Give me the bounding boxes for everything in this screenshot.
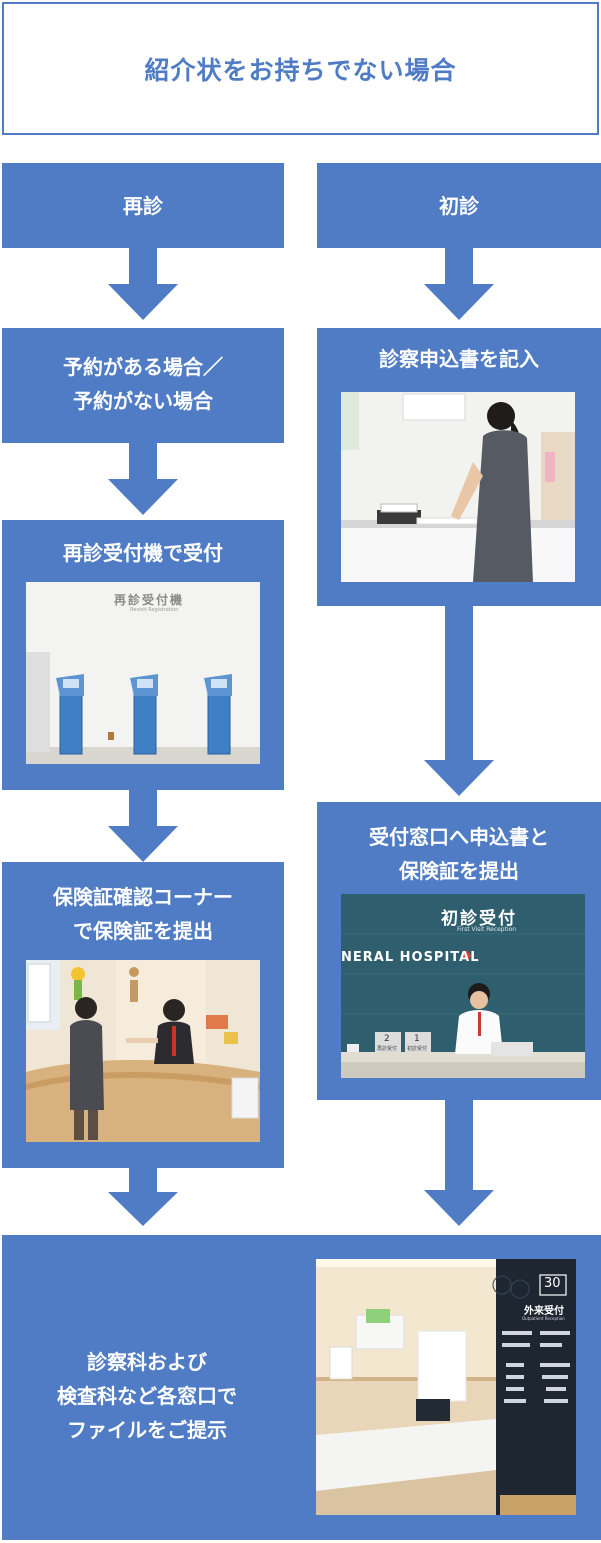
- hospital-sign-text: NERAL HOSPITAL: [341, 950, 480, 965]
- room-number: 30: [544, 1276, 561, 1291]
- step-revisit-machine: 再診受付機で受付 再診受付機 Revisit Regis: [2, 520, 284, 790]
- arrow-down-icon: [108, 248, 178, 320]
- counter-1-label: 初診受付: [407, 1046, 428, 1052]
- counter-2-label: 再診受付: [377, 1046, 398, 1052]
- step-first-visit-label: 初診: [439, 194, 479, 218]
- step-fill-form-label: 診察申込書を記入: [379, 347, 539, 371]
- machine-sign-text: 再診受付機: [114, 593, 185, 607]
- step-first-visit: 初診: [317, 163, 601, 248]
- step-appointment-line1: 予約がある場合／: [63, 355, 223, 379]
- step-insurance-corner: 保険証確認コーナー で保険証を提出: [2, 862, 284, 1168]
- step-revisit-label: 再診: [123, 194, 163, 218]
- step-fill-form: 診察申込書を記入: [317, 328, 601, 606]
- step-insurance-line1: 保険証確認コーナー: [53, 885, 233, 909]
- arrow-down-icon: [424, 1100, 494, 1226]
- page-title: 紹介状をお持ちでない場合: [144, 55, 457, 85]
- arrow-down-icon: [108, 1168, 178, 1226]
- outpatient-sign-text: 外来受付: [524, 1306, 564, 1317]
- first-visit-reception-photo: 初診受付 First Visit Reception NERAL HOSPITA…: [341, 894, 585, 1078]
- step-present-line3: ファイルをご提示: [67, 1418, 227, 1442]
- step-submit-line2: 保険証を提出: [399, 859, 519, 883]
- step-revisit: 再診: [2, 163, 284, 248]
- step-present-line1: 診察科および: [87, 1350, 207, 1374]
- step-submit-line1: 受付窓口へ申込書と: [369, 825, 549, 849]
- arrow-down-icon: [424, 606, 494, 796]
- counter-2-number: 2: [384, 1034, 390, 1044]
- arrow-down-icon: [108, 790, 178, 862]
- revisit-machine-photo: 再診受付機 Revisit Registration: [26, 582, 260, 764]
- outpatient-reception-photo: 30 外来受付 Outpatient Reception: [316, 1259, 576, 1515]
- outpatient-sign-subtext: Outpatient Reception: [522, 1316, 565, 1321]
- title-box: 紹介状をお持ちでない場合: [2, 2, 599, 135]
- fill-form-photo: [341, 392, 575, 582]
- step-appointment: 予約がある場合／ 予約がない場合: [2, 328, 284, 443]
- reception-sign-subtext: First Visit Reception: [457, 926, 517, 933]
- arrow-down-icon: [424, 248, 494, 320]
- step-present-file: 診察科および 検査科など各窓口で ファイルをご提示: [2, 1235, 601, 1540]
- counter-1-number: 1: [414, 1034, 420, 1044]
- reception-sign-text: 初診受付: [441, 909, 517, 929]
- insurance-corner-photo: [26, 960, 260, 1142]
- step-appointment-line2: 予約がない場合: [73, 389, 213, 413]
- step-insurance-line2: で保険証を提出: [73, 919, 213, 943]
- step-present-line2: 検査科など各窓口で: [57, 1384, 237, 1408]
- step-submit-documents: 受付窓口へ申込書と 保険証を提出 初診受付 First Visit Recept…: [317, 802, 601, 1100]
- step-revisit-machine-label: 再診受付機で受付: [63, 541, 223, 565]
- machine-sign-subtext: Revisit Registration: [130, 607, 179, 613]
- arrow-down-icon: [108, 443, 178, 515]
